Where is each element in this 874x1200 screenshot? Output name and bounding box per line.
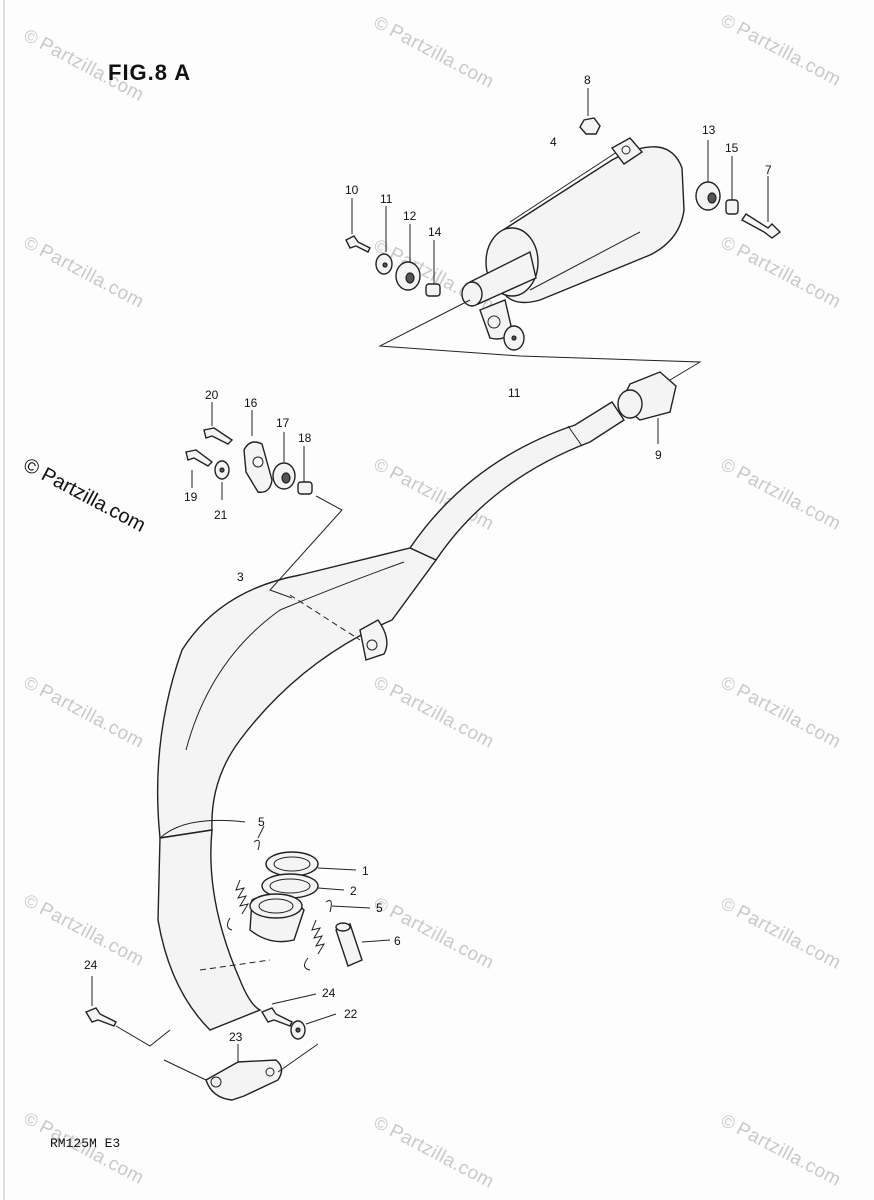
bolt-part-10 xyxy=(345,198,371,253)
washer-part-11 xyxy=(375,206,393,275)
bolt-part-7 xyxy=(740,176,782,239)
callout-14: 14 xyxy=(428,225,442,239)
callout-13: 13 xyxy=(702,123,716,137)
callout-12: 12 xyxy=(403,209,417,223)
spring-part-5b xyxy=(304,899,371,971)
callout-6: 6 xyxy=(394,934,401,948)
callout-24: 24 xyxy=(84,958,98,972)
washer-part-21 xyxy=(214,460,230,500)
callout-22: 22 xyxy=(344,1007,358,1021)
callout-24b: 24 xyxy=(322,986,336,1000)
seal-part-9 xyxy=(617,371,677,444)
callout-5: 5 xyxy=(258,815,265,829)
exhaust-pipe-part-3 xyxy=(156,401,625,1031)
muffler-part-4 xyxy=(461,137,685,340)
washer-part-11-lower xyxy=(503,325,525,351)
nut-part-8 xyxy=(579,88,601,135)
callout-18: 18 xyxy=(298,431,312,445)
callout-7: 7 xyxy=(765,163,772,177)
callout-2: 2 xyxy=(350,884,357,898)
callout-10: 10 xyxy=(345,183,359,197)
callout-15: 15 xyxy=(725,141,739,155)
bolt-part-20 xyxy=(203,402,234,445)
callout-8: 8 xyxy=(584,73,591,87)
assembly-line xyxy=(269,495,343,599)
grommet-part-12 xyxy=(395,224,421,291)
callout-3: 3 xyxy=(237,570,244,584)
spring-part-5 xyxy=(226,825,265,931)
gasket-part-1 xyxy=(265,851,357,877)
grommet-part-13 xyxy=(695,140,721,211)
assembly-line xyxy=(378,299,702,381)
joint-pipe xyxy=(249,893,305,943)
callout-5b: 5 xyxy=(376,901,383,915)
model-code: RM125M E3 xyxy=(50,1136,121,1151)
callout-17: 17 xyxy=(276,416,290,430)
callout-20: 20 xyxy=(205,388,219,402)
collar-part-15 xyxy=(725,156,739,215)
bolt-part-24b xyxy=(260,993,317,1027)
collar-part-6 xyxy=(335,922,391,967)
bolt-part-24 xyxy=(84,976,117,1027)
bracket-part-16 xyxy=(243,410,273,493)
callout-16: 16 xyxy=(244,396,258,410)
callout-19: 19 xyxy=(184,490,198,504)
washer-part-22 xyxy=(290,1013,337,1040)
assembly-line xyxy=(115,1025,171,1047)
callout-4: 4 xyxy=(550,135,557,149)
bolt-part-19 xyxy=(185,449,214,488)
callout-9: 9 xyxy=(655,448,662,462)
callout-11b: 11 xyxy=(508,386,521,400)
figure-title: FIG.8 A xyxy=(108,60,192,85)
callout-11: 11 xyxy=(380,192,393,206)
bracket-part-23 xyxy=(205,1044,283,1101)
callout-21: 21 xyxy=(214,508,228,522)
collar-part-14 xyxy=(425,240,441,297)
collar-part-18 xyxy=(297,446,313,495)
assembly-line xyxy=(163,1043,319,1081)
grommet-part-17 xyxy=(272,432,296,490)
callout-23: 23 xyxy=(229,1030,243,1044)
callout-1: 1 xyxy=(362,864,369,878)
